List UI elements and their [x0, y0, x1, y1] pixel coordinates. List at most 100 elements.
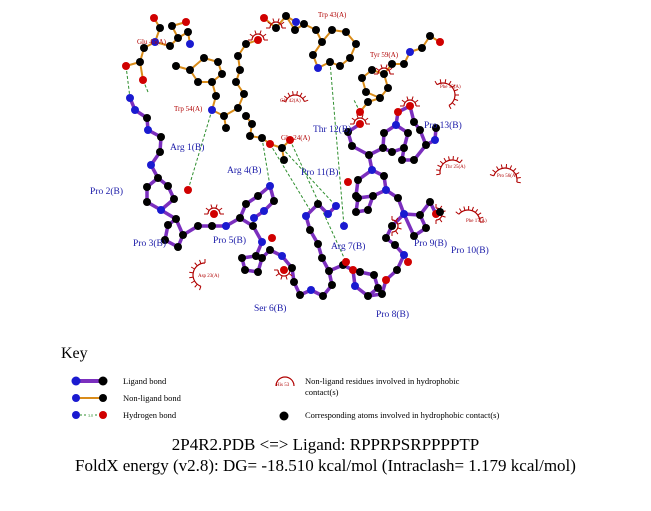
carbon-atom: [380, 129, 388, 137]
arc-spoke: [477, 212, 482, 216]
residue-label-arg1: Arg 1(B): [170, 142, 204, 153]
arc-spoke: [356, 114, 359, 119]
arc-spoke: [448, 156, 450, 161]
nitrogen-atom: [400, 210, 408, 218]
oxygen-atom: [394, 108, 402, 116]
ligand-bond-path: [128, 97, 176, 212]
carbon-atom: [179, 231, 187, 239]
carbon-atom: [364, 98, 372, 106]
arc-spoke: [302, 95, 307, 99]
residue-label-pro10: Pro 10(B): [451, 245, 489, 256]
nitrogen-atom: [314, 64, 322, 72]
hydrophobic-contact-arc: [489, 164, 521, 184]
carbon-atom: [254, 192, 262, 200]
nitrogen-atom: [332, 202, 340, 210]
nitrogen-atom: [400, 251, 408, 259]
arc-spoke: [199, 259, 202, 264]
nitrogen-atom: [351, 282, 359, 290]
carbon-atom: [393, 266, 401, 274]
carbon-atom: [306, 226, 314, 234]
arc-spoke: [190, 280, 195, 284]
arc-curve: [403, 99, 417, 107]
oxygen-atom: [344, 178, 352, 186]
carbon-atom: [326, 58, 334, 66]
carbon-atom: [270, 197, 278, 205]
key-ligand-bond-sample: [71, 376, 108, 386]
arc-curve: [251, 33, 265, 41]
carbon-atom: [388, 148, 396, 156]
arc-spoke: [448, 80, 452, 85]
carbon-atom: [374, 284, 382, 292]
arc-spoke: [459, 159, 463, 164]
oxygen-atom: [356, 108, 364, 116]
arc-curve: [285, 94, 305, 102]
arc-spoke: [262, 33, 267, 37]
carbon-atom: [249, 222, 257, 230]
arc-curve: [277, 269, 291, 277]
arc-spoke: [275, 273, 280, 277]
arc-spoke: [454, 98, 459, 101]
carbon-atom: [280, 156, 288, 164]
residue-label-glu24: Glu 24(A): [281, 134, 311, 142]
residue-label-asp23: Asp 23(A): [198, 274, 220, 279]
oxygen-atom: [286, 136, 294, 144]
oxygen-atom: [266, 140, 274, 148]
carbon-atom: [174, 34, 182, 42]
carbon-atom: [314, 240, 322, 248]
carbon-atom: [170, 195, 178, 203]
hydrophobic-contact-arc: [374, 64, 394, 75]
hydrophobic-contact-arc: [204, 204, 224, 215]
residue-label-phe17: Phe 17(A): [466, 219, 487, 224]
carbon-atom: [356, 268, 364, 276]
residue-label-pro9: Pro 9(B): [414, 238, 447, 249]
carbon-atom: [342, 28, 350, 36]
arc-spoke: [285, 275, 288, 280]
carbon-atom: [388, 60, 396, 68]
arc-spoke: [451, 102, 456, 106]
carbon-atom: [140, 44, 148, 52]
key-non-ligand-bond-label: Non-ligand bond: [123, 393, 182, 403]
carbon-atom: [410, 232, 418, 240]
arc-spoke: [375, 67, 380, 71]
carbon-atom: [240, 90, 248, 98]
hydrophobic-contact-arc: [455, 205, 484, 223]
carbon-atom: [282, 12, 290, 20]
nitrogen-atom: [340, 222, 348, 230]
carbon-atom: [174, 243, 182, 251]
arc-spoke: [267, 21, 272, 25]
carbon-atom: [378, 290, 386, 298]
arc-spoke: [287, 92, 291, 97]
oxygen-atom: [122, 62, 130, 70]
carbon-atom: [376, 94, 384, 102]
residue-label-trp54: Trp 54(A): [174, 105, 203, 113]
carbon-atom: [314, 200, 322, 208]
carbon-atom: [172, 215, 180, 223]
oxygen-atom: [260, 14, 268, 22]
carbon-atom: [432, 124, 440, 132]
arc-spoke: [479, 216, 484, 219]
oxygen-atom: [268, 234, 276, 242]
residue-label-ser6: Ser 6(B): [254, 303, 286, 314]
arc-spoke: [210, 204, 213, 209]
nitrogen-atom: [392, 121, 400, 129]
carbon-atom: [258, 134, 266, 142]
carbon-atom: [291, 26, 299, 34]
carbon-atom: [352, 40, 360, 48]
carbon-atom: [352, 208, 360, 216]
arc-spoke: [500, 164, 503, 169]
carbon-atom: [364, 206, 372, 214]
carbon-atom: [388, 222, 396, 230]
nitrogen-atom: [431, 136, 439, 144]
carbon-atom: [380, 70, 388, 78]
arc-spoke: [436, 173, 441, 176]
arc-spoke: [249, 33, 254, 37]
carbon-atom: [400, 144, 408, 152]
carbon-atom: [248, 120, 256, 128]
carbon-atom: [266, 246, 274, 254]
oxygen-atom: [150, 14, 158, 22]
oxygen-atom: [184, 186, 192, 194]
caption-line-2: FoldX energy (v2.8): DG= -18.510 kcal/mo…: [75, 456, 576, 475]
arc-spoke: [441, 215, 446, 218]
oxygen-atom: [210, 210, 218, 218]
